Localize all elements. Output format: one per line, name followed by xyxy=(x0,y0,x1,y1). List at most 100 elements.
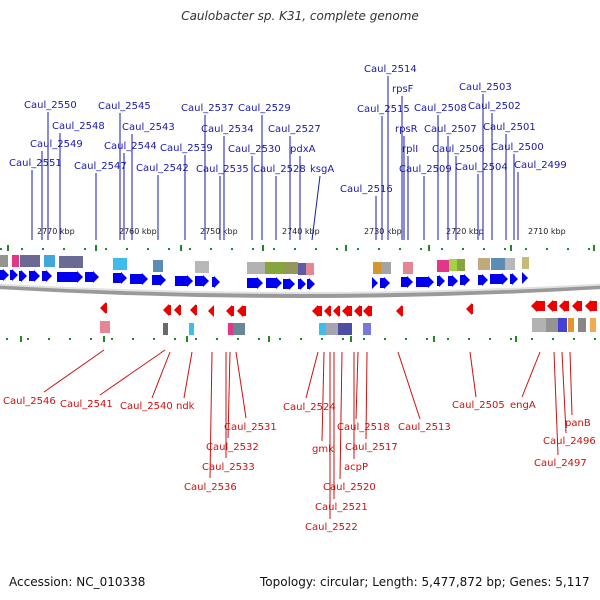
leader-line-bottom xyxy=(469,351,477,398)
backbone-shadow xyxy=(0,284,600,298)
gene-arrow-reverse xyxy=(312,305,322,317)
tick-minor-bottom xyxy=(153,338,155,340)
feature-block-top xyxy=(12,255,19,267)
gene-label-caul_2551: Caul_2551 xyxy=(9,158,62,169)
feature-block-bottom xyxy=(558,318,567,332)
gene-label-caul_2541: Caul_2541 xyxy=(60,399,113,410)
tick-minor-top xyxy=(525,248,527,250)
tick-major-top xyxy=(262,245,264,251)
leader-line-bottom xyxy=(355,351,359,420)
feature-block-bottom xyxy=(189,323,194,335)
gene-label-caul_2521: Caul_2521 xyxy=(315,502,368,513)
tick-minor-bottom xyxy=(594,338,596,340)
gene-arrow-forward xyxy=(283,278,295,290)
gene-label-caul_2544: Caul_2544 xyxy=(104,141,157,152)
gene-arrow-forward xyxy=(372,277,378,289)
leader-line-bottom xyxy=(321,351,325,442)
leader-line-bottom xyxy=(151,351,171,399)
feature-block-bottom xyxy=(546,318,558,332)
tick-minor-bottom xyxy=(300,338,302,340)
gene-arrow-reverse xyxy=(572,300,582,312)
gene-arrow-reverse xyxy=(324,305,331,317)
scale-label: 2720 kbp xyxy=(446,227,484,236)
backbone-highlight xyxy=(0,283,600,294)
tick-minor-top xyxy=(462,248,464,250)
tick-minor-bottom xyxy=(132,338,134,340)
scale-label: 2770 kbp xyxy=(37,227,75,236)
tick-minor-top xyxy=(336,248,338,250)
gene-label-ndk: ndk xyxy=(176,401,195,412)
gene-arrow-forward xyxy=(478,274,488,286)
tick-minor-top xyxy=(210,248,212,250)
tick-minor-bottom xyxy=(237,338,239,340)
feature-block-top xyxy=(491,258,505,270)
tick-minor-top xyxy=(63,248,65,250)
feature-block-top xyxy=(265,262,285,274)
tick-major-bottom xyxy=(515,336,517,342)
tick-minor-bottom xyxy=(321,338,323,340)
gene-label-caul_2520: Caul_2520 xyxy=(323,482,376,493)
tick-minor-bottom xyxy=(405,338,407,340)
gene-label-caul_2529: Caul_2529 xyxy=(238,103,291,114)
tick-minor-bottom xyxy=(342,338,344,340)
gene-label-caul_2536: Caul_2536 xyxy=(184,482,237,493)
tick-minor-top xyxy=(126,248,128,250)
gene-arrow-reverse xyxy=(333,305,340,317)
tick-major-bottom xyxy=(268,336,270,342)
tick-minor-top xyxy=(105,248,107,250)
gene-arrow-reverse xyxy=(163,304,171,316)
feature-block-top xyxy=(113,258,127,270)
gene-label-panb: panB xyxy=(565,418,591,429)
tick-minor-bottom xyxy=(195,338,197,340)
leader-line-bottom xyxy=(235,351,247,419)
tick-minor-bottom xyxy=(279,338,281,340)
feature-blocks xyxy=(0,255,596,335)
tick-major-top xyxy=(345,245,347,251)
gene-label-caul_2524: Caul_2524 xyxy=(283,402,336,413)
tick-minor-top xyxy=(21,248,23,250)
gene-arrow-forward xyxy=(175,275,193,287)
gene-label-ksga: ksgA xyxy=(310,164,334,175)
feature-block-top xyxy=(0,255,8,267)
gene-label-caul_2527: Caul_2527 xyxy=(268,124,321,135)
genome-title: Caulobacter sp. K31, complete genome xyxy=(181,9,419,23)
gene-label-rpli: rplI xyxy=(402,144,418,155)
tick-minor-bottom xyxy=(90,338,92,340)
feature-block-top xyxy=(59,256,83,268)
tick-minor-top xyxy=(84,248,86,250)
gene-label-caul_2509: Caul_2509 xyxy=(399,164,452,175)
tick-minor-top xyxy=(567,248,569,250)
tick-minor-top xyxy=(441,248,443,250)
gene-arrows xyxy=(0,269,597,317)
tick-minor-top xyxy=(273,248,275,250)
gene-label-caul_2513: Caul_2513 xyxy=(398,422,451,433)
gene-arrow-reverse xyxy=(208,305,214,317)
leader-line-bottom xyxy=(227,351,231,439)
gene-arrow-reverse xyxy=(531,300,545,312)
gene-label-caul_2497: Caul_2497 xyxy=(534,458,587,469)
tick-minor-top xyxy=(504,248,506,250)
tick-minor-bottom xyxy=(258,338,260,340)
gene-label-caul_2505: Caul_2505 xyxy=(452,400,505,411)
tick-minor-bottom xyxy=(447,338,449,340)
gene-label-caul_2507: Caul_2507 xyxy=(424,124,477,135)
tick-major-top xyxy=(428,245,430,251)
label-leader-lines xyxy=(31,76,573,519)
gene-arrow-forward xyxy=(152,274,166,286)
gene-label-caul_2545: Caul_2545 xyxy=(98,101,151,112)
gene-label-caul_2501: Caul_2501 xyxy=(483,122,536,133)
leader-line-bottom xyxy=(569,351,573,416)
gene-arrow-forward xyxy=(195,275,209,287)
gene-label-caul_2535: Caul_2535 xyxy=(196,164,249,175)
leader-line-bottom xyxy=(521,351,541,398)
gene-label-caul_2517: Caul_2517 xyxy=(345,442,398,453)
tick-major-bottom xyxy=(350,336,352,342)
gene-arrow-reverse xyxy=(190,304,197,316)
tick-minor-bottom xyxy=(510,338,512,340)
tick-minor-top xyxy=(588,248,590,250)
feature-block-bottom xyxy=(338,323,352,335)
gene-arrow-forward xyxy=(29,270,40,282)
gene-label-enga: engA xyxy=(510,400,536,411)
feature-block-bottom xyxy=(326,323,338,335)
